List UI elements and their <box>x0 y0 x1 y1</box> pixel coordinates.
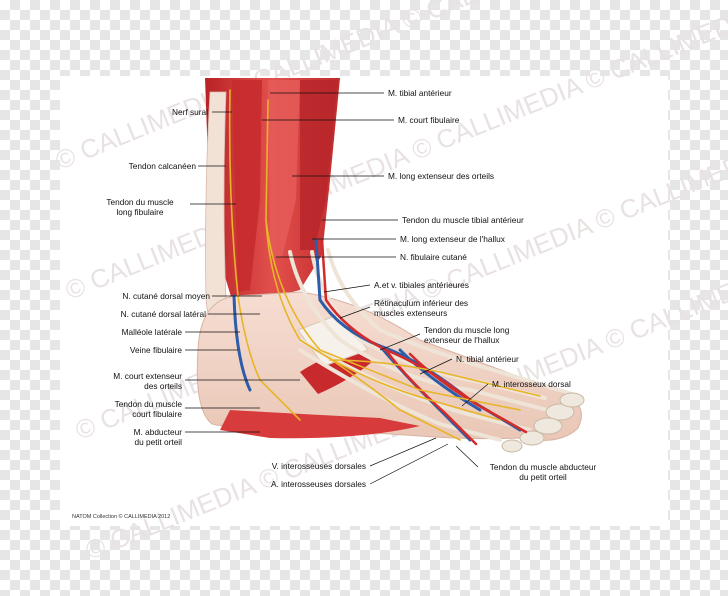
extensor-retinaculum <box>297 313 369 367</box>
label-tendon-court-fibulaire-2: court fibulaire <box>132 409 182 419</box>
label-tendon-long-fibulaire-1: Tendon du muscle <box>106 197 174 207</box>
label-nerf-sural: Nerf sural <box>172 107 208 117</box>
label-tibiales-anterieures: A.et v. tibiales antérieures <box>374 280 469 290</box>
label-court-fibulaire: M. court fibulaire <box>398 115 460 125</box>
label-a-interosseuses: A. interosseuses dorsales <box>270 479 366 489</box>
label-cutane-dorsal-moyen: N. cutané dorsal moyen <box>122 291 210 301</box>
label-cutane-dorsal-lateral: N. cutané dorsal latéral <box>120 309 206 319</box>
illustration-plate <box>60 76 668 526</box>
label-abducteur-1: M. abducteur <box>133 427 182 437</box>
label-long-extenseur-orteils: M. long extenseur des orteils <box>388 171 495 181</box>
label-fibulaire-cutane: N. fibulaire cutané <box>400 252 467 262</box>
label-long-extenseur-hallux: M. long extenseur de l'hallux <box>400 234 505 244</box>
label-tendon-long-ext-hallux-2: extenseur de l'hallux <box>424 335 500 345</box>
label-court-extenseur-2: des orteils <box>144 381 182 391</box>
label-court-extenseur-1: M. court extenseur <box>113 371 182 381</box>
label-tendon-long-fibulaire-2: long fibulaire <box>116 207 164 217</box>
label-malleole-laterale: Malléole latérale <box>121 327 182 337</box>
label-n-tibial-anterieur: N. tibial antérieur <box>456 354 519 364</box>
credit-line: NATOM Collection © CALLIMEDIA 2012 <box>72 514 171 520</box>
leader-lines <box>185 92 489 485</box>
toes <box>501 392 585 453</box>
label-tendon-calcaneen: Tendon calcanéen <box>128 161 196 171</box>
label-tendon-abducteur-2: du petit orteil <box>519 472 567 482</box>
watermark-line: © CALLIMEDIA © CALLIMEDIA © CALLIMEDIA ©… <box>61 0 728 306</box>
label-tendon-abducteur-1: Tendon du muscle abducteur <box>489 462 597 472</box>
label-veine-fibulaire: Veine fibulaire <box>129 345 182 355</box>
label-tendon-tibial-anterieur: Tendon du muscle tibial antérieur <box>402 215 524 225</box>
leg-muscles <box>205 78 340 300</box>
label-retinaculum-2: muscles extenseurs <box>374 308 448 318</box>
abductor-little-toe-muscle <box>220 410 420 439</box>
label-tendon-long-ext-hallux-1: Tendon du muscle long <box>424 325 510 335</box>
label-interosseux-dorsal: M. interosseux dorsal <box>492 379 571 389</box>
label-tendon-court-fibulaire-1: Tendon du muscle <box>114 399 182 409</box>
nerves <box>228 89 541 441</box>
label-v-interosseuses: V. interosseuses dorsales <box>271 461 366 471</box>
arteries <box>320 238 528 446</box>
label-retinaculum-1: Rétinaculum inférieur des <box>374 298 469 308</box>
label-abducteur-2: du petit orteil <box>134 437 182 447</box>
label-tibial-anterieur: M. tibial antérieur <box>388 88 452 98</box>
